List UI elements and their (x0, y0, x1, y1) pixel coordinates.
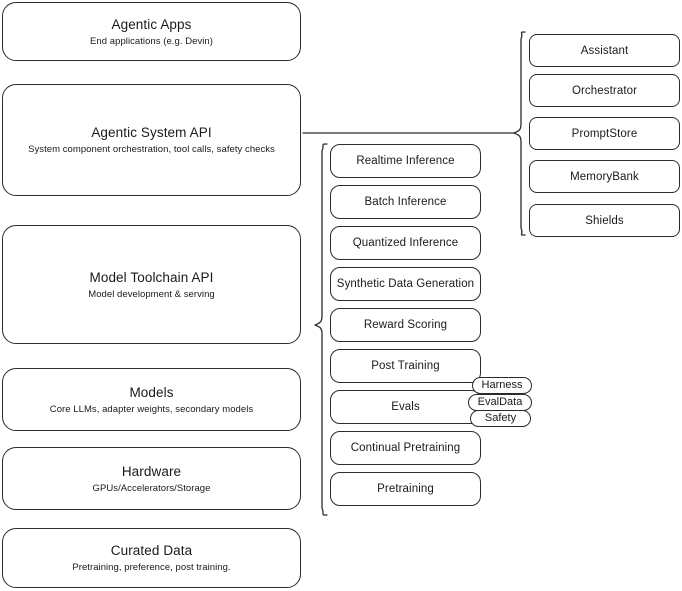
system-component-memorybank[interactable]: MemoryBank (529, 160, 680, 193)
layer-title: Agentic System API (91, 125, 212, 140)
brace-capabilities (314, 143, 328, 516)
capability-label: Synthetic Data Generation (336, 278, 475, 290)
layer-subtitle: Model development & serving (88, 288, 215, 300)
layer-subtitle: Pretraining, preference, post training. (72, 562, 231, 573)
layer-title: Hardware (121, 463, 182, 479)
eval-badge-evaldata[interactable]: EvalData (468, 394, 532, 411)
layer-agentic-system-api[interactable]: Agentic System API System component orch… (2, 84, 301, 196)
capability-pretraining[interactable]: Pretraining (330, 472, 481, 506)
layer-subtitle: Core LLMs, adapter weights, secondary mo… (49, 403, 254, 415)
eval-badge-harness[interactable]: Harness (472, 377, 532, 394)
layer-title: Model Toolchain API (89, 269, 214, 285)
layer-title: Agentic Apps (111, 16, 192, 32)
capability-realtime-inference[interactable]: Realtime Inference (330, 144, 481, 178)
layer-subtitle: GPUs/Accelerators/Storage (92, 482, 211, 494)
layer-title: Curated Data (110, 543, 193, 558)
system-component-label: Orchestrator (571, 84, 638, 97)
system-component-assistant[interactable]: Assistant (529, 34, 680, 67)
capability-label: Batch Inference (364, 196, 447, 208)
system-component-label: Shields (585, 214, 624, 227)
layer-hardware[interactable]: Hardware GPUs/Accelerators/Storage (2, 447, 301, 510)
capability-reward-scoring[interactable]: Reward Scoring (330, 308, 481, 342)
system-component-promptstore[interactable]: PromptStore (529, 117, 680, 150)
system-component-shields[interactable]: Shields (529, 204, 680, 237)
eval-badge-safety[interactable]: Safety (470, 410, 531, 427)
capability-label: Evals (391, 401, 420, 413)
capability-label: Quantized Inference (352, 237, 459, 249)
capability-label: Post Training (371, 360, 440, 372)
capability-post-training[interactable]: Post Training (330, 349, 481, 383)
capability-label: Pretraining (377, 483, 434, 495)
layer-agentic-apps[interactable]: Agentic Apps End applications (e.g. Devi… (2, 2, 301, 61)
layer-models[interactable]: Models Core LLMs, adapter weights, secon… (2, 368, 301, 431)
system-component-label: Assistant (580, 44, 629, 57)
capability-batch-inference[interactable]: Batch Inference (330, 185, 481, 219)
capability-label: Continual Pretraining (350, 442, 461, 454)
system-component-label: MemoryBank (570, 170, 639, 183)
layer-subtitle: System component orchestration, tool cal… (28, 144, 275, 155)
capability-continual-pretraining[interactable]: Continual Pretraining (330, 431, 481, 465)
capability-synthetic-data-generation[interactable]: Synthetic Data Generation (330, 267, 481, 301)
system-component-orchestrator[interactable]: Orchestrator (529, 74, 680, 107)
capability-quantized-inference[interactable]: Quantized Inference (330, 226, 481, 260)
capability-label: Realtime Inference (356, 155, 455, 167)
capability-label: Reward Scoring (363, 319, 448, 331)
layer-curated-data[interactable]: Curated Data Pretraining, preference, po… (2, 528, 301, 588)
system-component-label: PromptStore (571, 127, 638, 140)
brace-system-components (513, 31, 526, 236)
layer-model-toolchain-api[interactable]: Model Toolchain API Model development & … (2, 225, 301, 344)
layer-subtitle: End applications (e.g. Devin) (90, 35, 213, 47)
capability-evals[interactable]: Evals (330, 390, 481, 424)
layer-title: Models (129, 384, 174, 400)
